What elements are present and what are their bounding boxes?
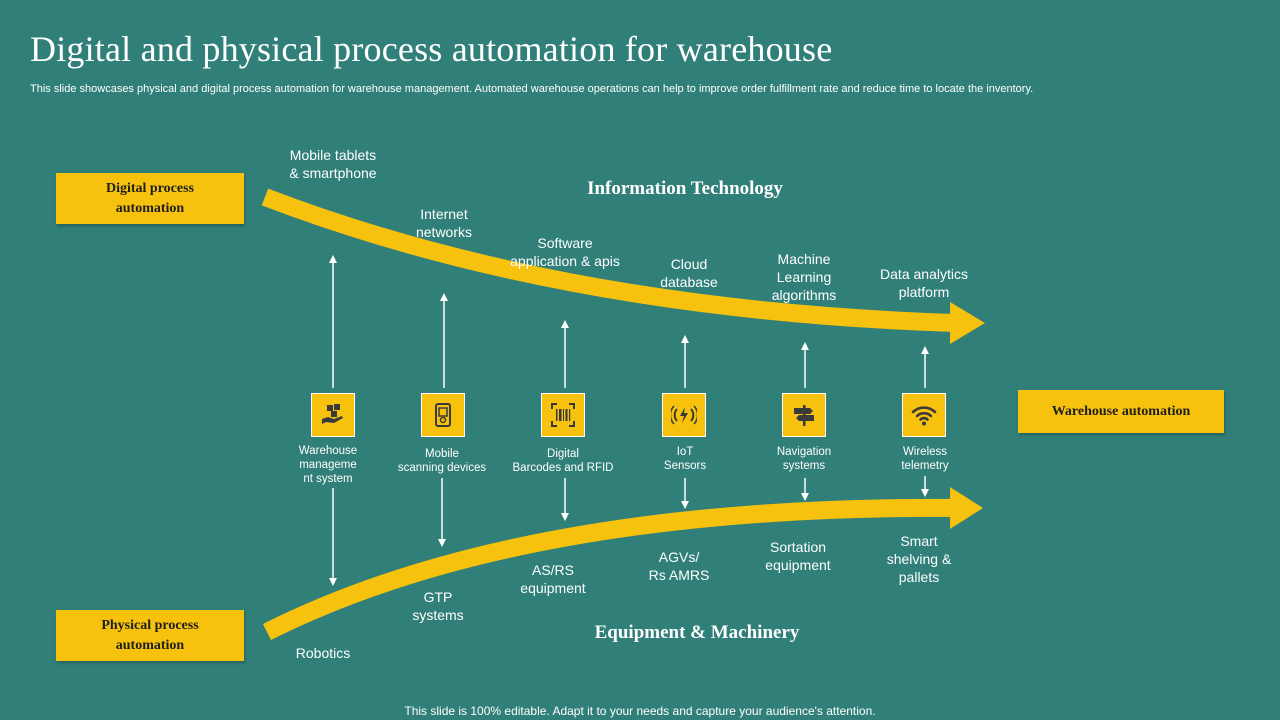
warehouse-automation-label: Warehouse automation bbox=[1051, 403, 1191, 419]
hand-boxes-icon bbox=[322, 404, 343, 424]
iot-sensor-icon bbox=[671, 405, 697, 425]
physical-process-box: Physical process automation bbox=[56, 610, 244, 661]
iot-sensor-icon-box bbox=[662, 393, 706, 437]
warehouse-management-icon-box bbox=[311, 393, 355, 437]
digital-flow-arrow bbox=[261, 188, 956, 332]
physical-process-label: Physical process automation bbox=[101, 617, 199, 653]
page-title: Digital and physical process automation … bbox=[30, 29, 833, 69]
section-equipment-machinery: Equipment & Machinery bbox=[594, 622, 800, 643]
mobile-scanning-icon-box bbox=[421, 393, 465, 437]
section-information-technology: Information Technology bbox=[587, 178, 783, 199]
it-item-mobile-tablets: Mobile tablets& smartphone bbox=[289, 147, 377, 181]
footer-note: This slide is 100% editable. Adapt it to… bbox=[404, 704, 876, 718]
digital-process-label: Digital process automation bbox=[105, 180, 194, 216]
physical-flow-arrow bbox=[262, 498, 956, 641]
wifi-icon bbox=[911, 406, 937, 426]
physical-flow-arrowhead bbox=[950, 487, 983, 529]
mobile-scanner-icon bbox=[435, 403, 451, 427]
barcode-icon bbox=[551, 403, 575, 427]
navigation-icon-box bbox=[782, 393, 826, 437]
equipment-item-agvs: AGVs/Rs AMRS bbox=[648, 549, 710, 583]
digital-process-box: Digital process automation bbox=[56, 173, 244, 224]
warehouse-automation-box: Warehouse automation bbox=[1018, 390, 1224, 433]
equipment-item-robotics: Robotics bbox=[295, 645, 351, 661]
barcode-icon-box bbox=[541, 393, 585, 437]
signpost-icon bbox=[794, 405, 814, 426]
wireless-icon-box bbox=[902, 393, 946, 437]
page-subtitle: This slide showcases physical and digita… bbox=[30, 83, 1034, 95]
digital-flow-arrowhead bbox=[950, 302, 985, 344]
